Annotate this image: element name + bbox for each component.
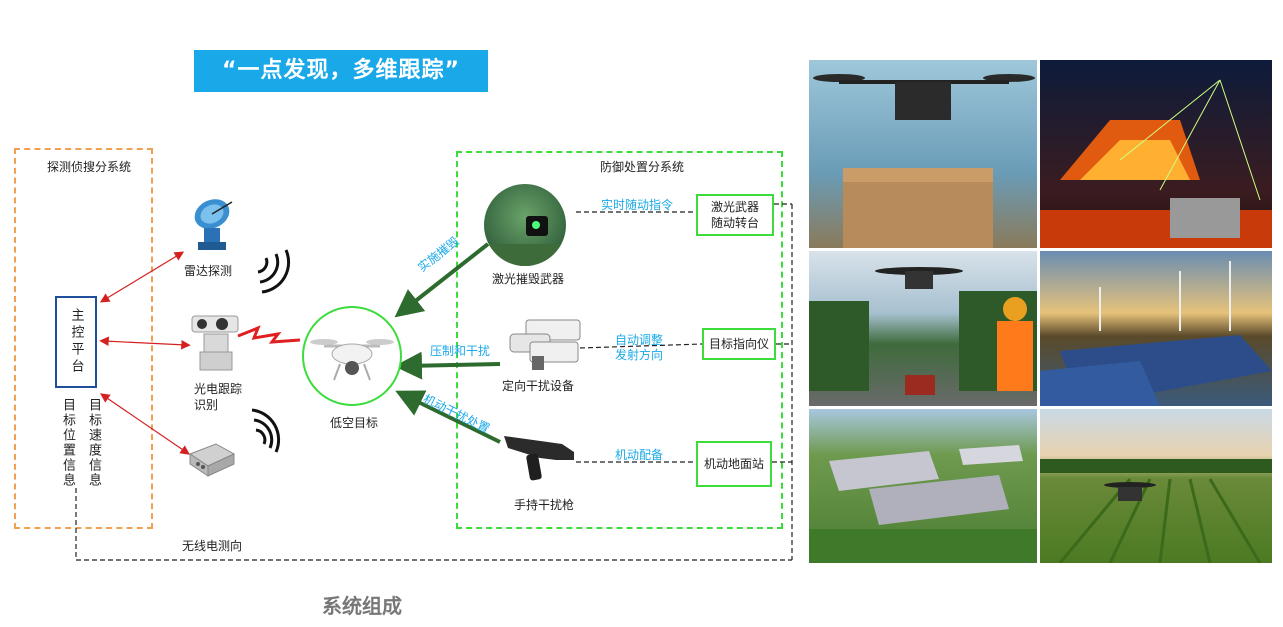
- target-position-info: 目标位置信息: [60, 398, 75, 488]
- auto-adjust-label-line2: 发射方向: [615, 348, 664, 362]
- laser-turret-box: 激光武器 随动转台: [696, 194, 774, 236]
- low-altitude-target-circle: [302, 306, 402, 406]
- jam-attack-arrow: [394, 351, 501, 380]
- optical-label-line1: 光电跟踪: [194, 382, 243, 396]
- main-platform-label: 主控平台: [68, 308, 84, 376]
- laser-weapon-label: 激光摧毁武器: [492, 272, 565, 286]
- auto-adjust-label-line1: 自动调整: [615, 333, 664, 347]
- handheld-gun-label: 手持干扰枪: [514, 498, 575, 512]
- wind-solar-farm-photo: [1040, 251, 1272, 406]
- realtime-command-label: 实时随动指令: [601, 198, 674, 212]
- mobile-station-box: 机动地面站: [696, 441, 772, 487]
- target-pointer-box: 目标指向仪: [702, 328, 776, 360]
- laser-turret-line2: 随动转台: [710, 216, 759, 230]
- target-label: 低空目标: [330, 416, 379, 430]
- diagram-connectors: [75, 203, 793, 561]
- optical-link-arrow: [99, 336, 191, 350]
- wireless-link-arrow: [100, 393, 190, 455]
- laser-burning-house-photo: [1040, 60, 1272, 248]
- diagram-caption: 系统组成: [322, 594, 402, 618]
- wireless-df-device-icon: [188, 443, 236, 477]
- wireless-df-label: 无线电测向: [182, 539, 243, 553]
- photo-grid: [809, 60, 1272, 563]
- defense-subsystem-title: 防御处置分系统: [600, 160, 685, 174]
- suppress-jam-label: 压制和干扰: [430, 344, 491, 358]
- directional-jammer-label: 定向干扰设备: [502, 379, 575, 393]
- laser-turret-line1: 激光武器: [710, 200, 759, 214]
- delivery-drone-photo: [809, 60, 1037, 248]
- drone-icon: [310, 339, 394, 381]
- radar-signal-waves: [257, 249, 291, 294]
- radar-link-arrow: [99, 251, 185, 303]
- detection-subsystem-title: 探测侦搜分系统: [47, 160, 132, 174]
- laser-bolt: [237, 325, 301, 344]
- aerial-factory-photo: [809, 409, 1037, 563]
- wireless-signal-waves: [251, 408, 281, 453]
- main-control-platform: 主控平台: [55, 296, 97, 388]
- mobile-equip-label: 机动配备: [615, 448, 664, 462]
- handheld-jammer-gun-icon: [504, 436, 574, 481]
- banner-title: “一点发现，多维跟踪”: [194, 50, 488, 92]
- drone-over-field-photo: [1040, 409, 1272, 563]
- optical-label-line2: 识别: [194, 398, 219, 412]
- target-speed-info: 目标速度信息: [86, 398, 101, 488]
- drone-over-road-photo: [809, 251, 1037, 406]
- radar-dish-icon: [194, 199, 233, 250]
- laser-weapon-image: [484, 184, 566, 266]
- defense-subsystem-box: [456, 151, 783, 529]
- handheld-attack-arrow: [395, 390, 501, 444]
- laser-attack-arrow: [394, 242, 490, 318]
- radar-label: 雷达探测: [184, 264, 233, 278]
- directional-jammer-icon: [509, 319, 581, 370]
- optical-tracker-icon: [191, 315, 239, 371]
